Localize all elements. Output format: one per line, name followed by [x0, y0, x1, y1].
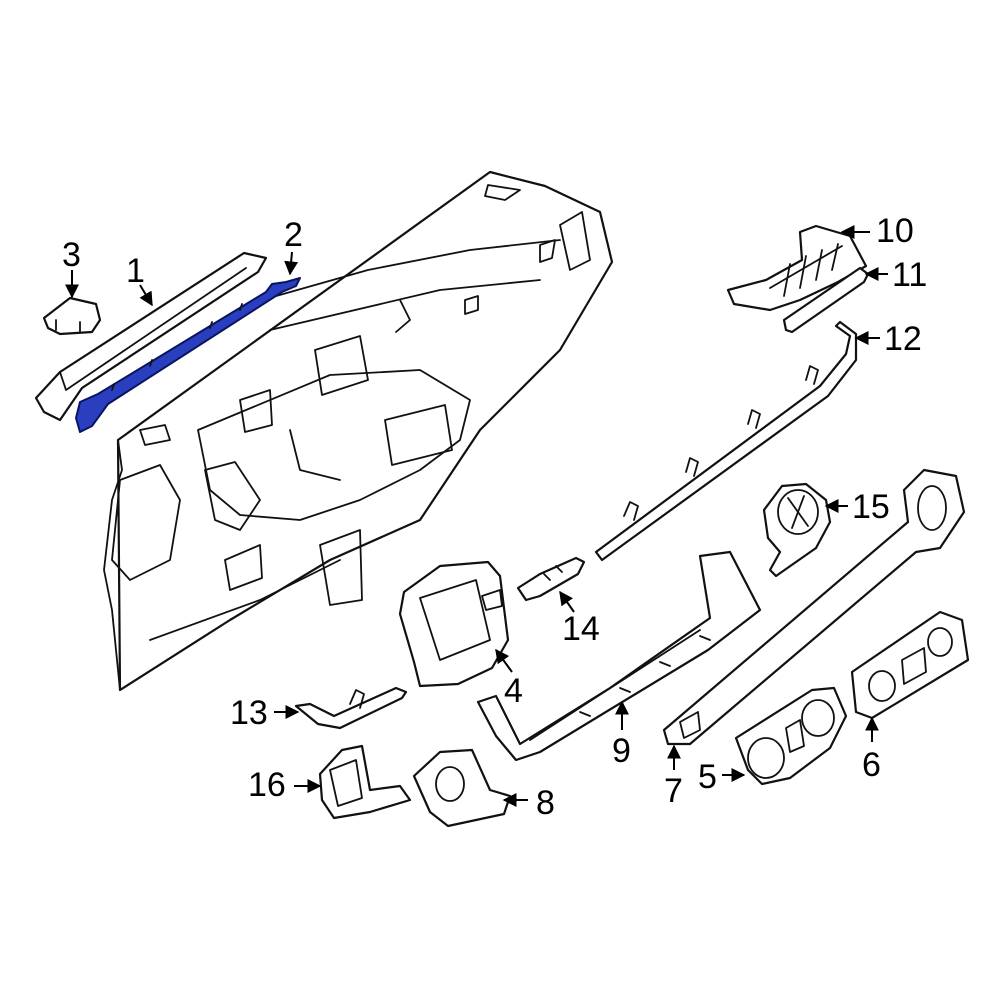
- part-8-bracket: [412, 748, 512, 828]
- callout-13: 13: [230, 694, 268, 732]
- callout-labels: 1 2 3 4 5 6 7 8 9 10 11 12 13 14 15 16: [62, 212, 927, 822]
- callout-8: 8: [536, 784, 555, 822]
- leader-2: [284, 251, 299, 276]
- part-9-support-rail: [476, 550, 762, 762]
- callout-9: 9: [612, 732, 631, 770]
- leader-14: [559, 590, 575, 613]
- part-4-cluster-housing: [398, 560, 510, 688]
- part-5-control-bezel: [734, 686, 848, 786]
- callout-6: 6: [862, 746, 881, 784]
- callout-14: 14: [562, 610, 600, 648]
- callout-5: 5: [698, 758, 717, 796]
- leader-lines: [65, 225, 888, 807]
- callout-11: 11: [892, 256, 927, 294]
- part-13-trim-bar: [294, 686, 408, 730]
- callout-1: 1: [126, 252, 145, 290]
- part-16-holder: [318, 744, 412, 820]
- leader-4: [495, 648, 513, 673]
- callout-2: 2: [284, 216, 303, 254]
- dashboard-body: [103, 170, 614, 692]
- leader-1: [139, 284, 153, 307]
- part-1-dash-top-trim: [34, 251, 268, 422]
- part-14-small-bracket: [516, 556, 586, 602]
- callout-7: 7: [664, 772, 683, 810]
- part-2-dash-seal-highlighted: [75, 277, 301, 433]
- part-10-vent: [726, 224, 868, 312]
- part-7-long-trim: [662, 468, 966, 746]
- callout-15: 15: [852, 488, 890, 526]
- callout-12: 12: [884, 320, 922, 358]
- callout-10: 10: [876, 212, 914, 250]
- part-15-knob: [762, 482, 832, 578]
- callout-16: 16: [248, 766, 286, 804]
- part-12-curved-trim: [594, 320, 858, 562]
- part-3-end-cap: [42, 296, 102, 336]
- part-11-strip: [782, 266, 870, 334]
- callout-4: 4: [504, 672, 523, 710]
- part-6-panel: [850, 610, 970, 720]
- callout-3: 3: [62, 236, 81, 274]
